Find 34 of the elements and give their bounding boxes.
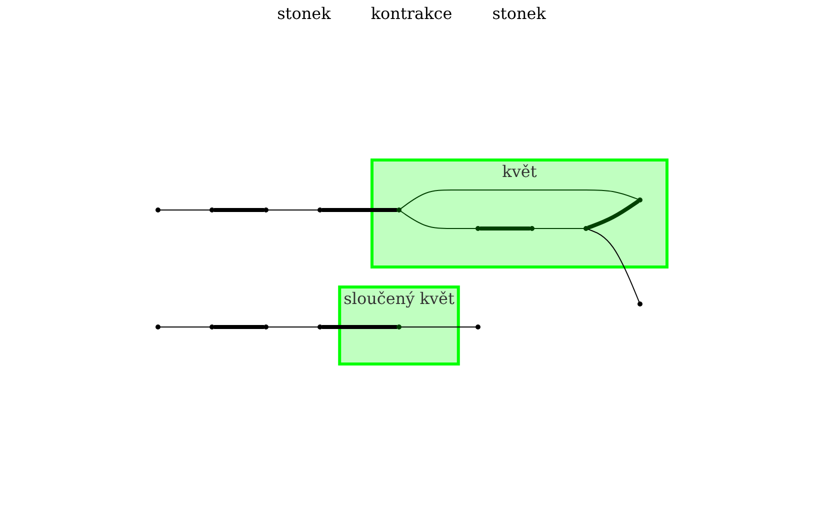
connector [214,208,264,212]
graph-label: kontrakce [370,4,452,23]
connector [587,228,640,303]
node-circle [476,324,480,330]
node-circle [318,324,322,330]
graph-label: stonek [277,4,331,23]
connector [400,190,639,210]
graph-label: stonek [492,4,546,23]
node-circle [156,324,160,330]
connector [322,208,397,212]
node-circle [264,208,268,212]
node-circle [638,302,642,306]
connector [214,325,264,329]
cluster: sloučený květ [338,286,460,366]
node-circle [584,226,588,231]
connector [322,325,397,329]
node-circle [318,208,322,212]
node-circle [396,324,402,330]
node-circle [210,324,214,330]
node-circle [638,198,642,202]
node-circle [396,208,402,212]
node-circle [156,208,160,212]
connector [160,326,210,328]
connector [400,210,476,229]
connector [534,228,584,229]
cluster: květ [370,158,668,268]
connector [480,226,530,230]
node-circle [264,324,268,330]
node-circle [530,226,534,231]
connector [400,326,476,328]
connector [587,199,640,230]
node-circle [210,208,214,212]
node-circle [476,226,480,231]
connector [268,326,318,328]
